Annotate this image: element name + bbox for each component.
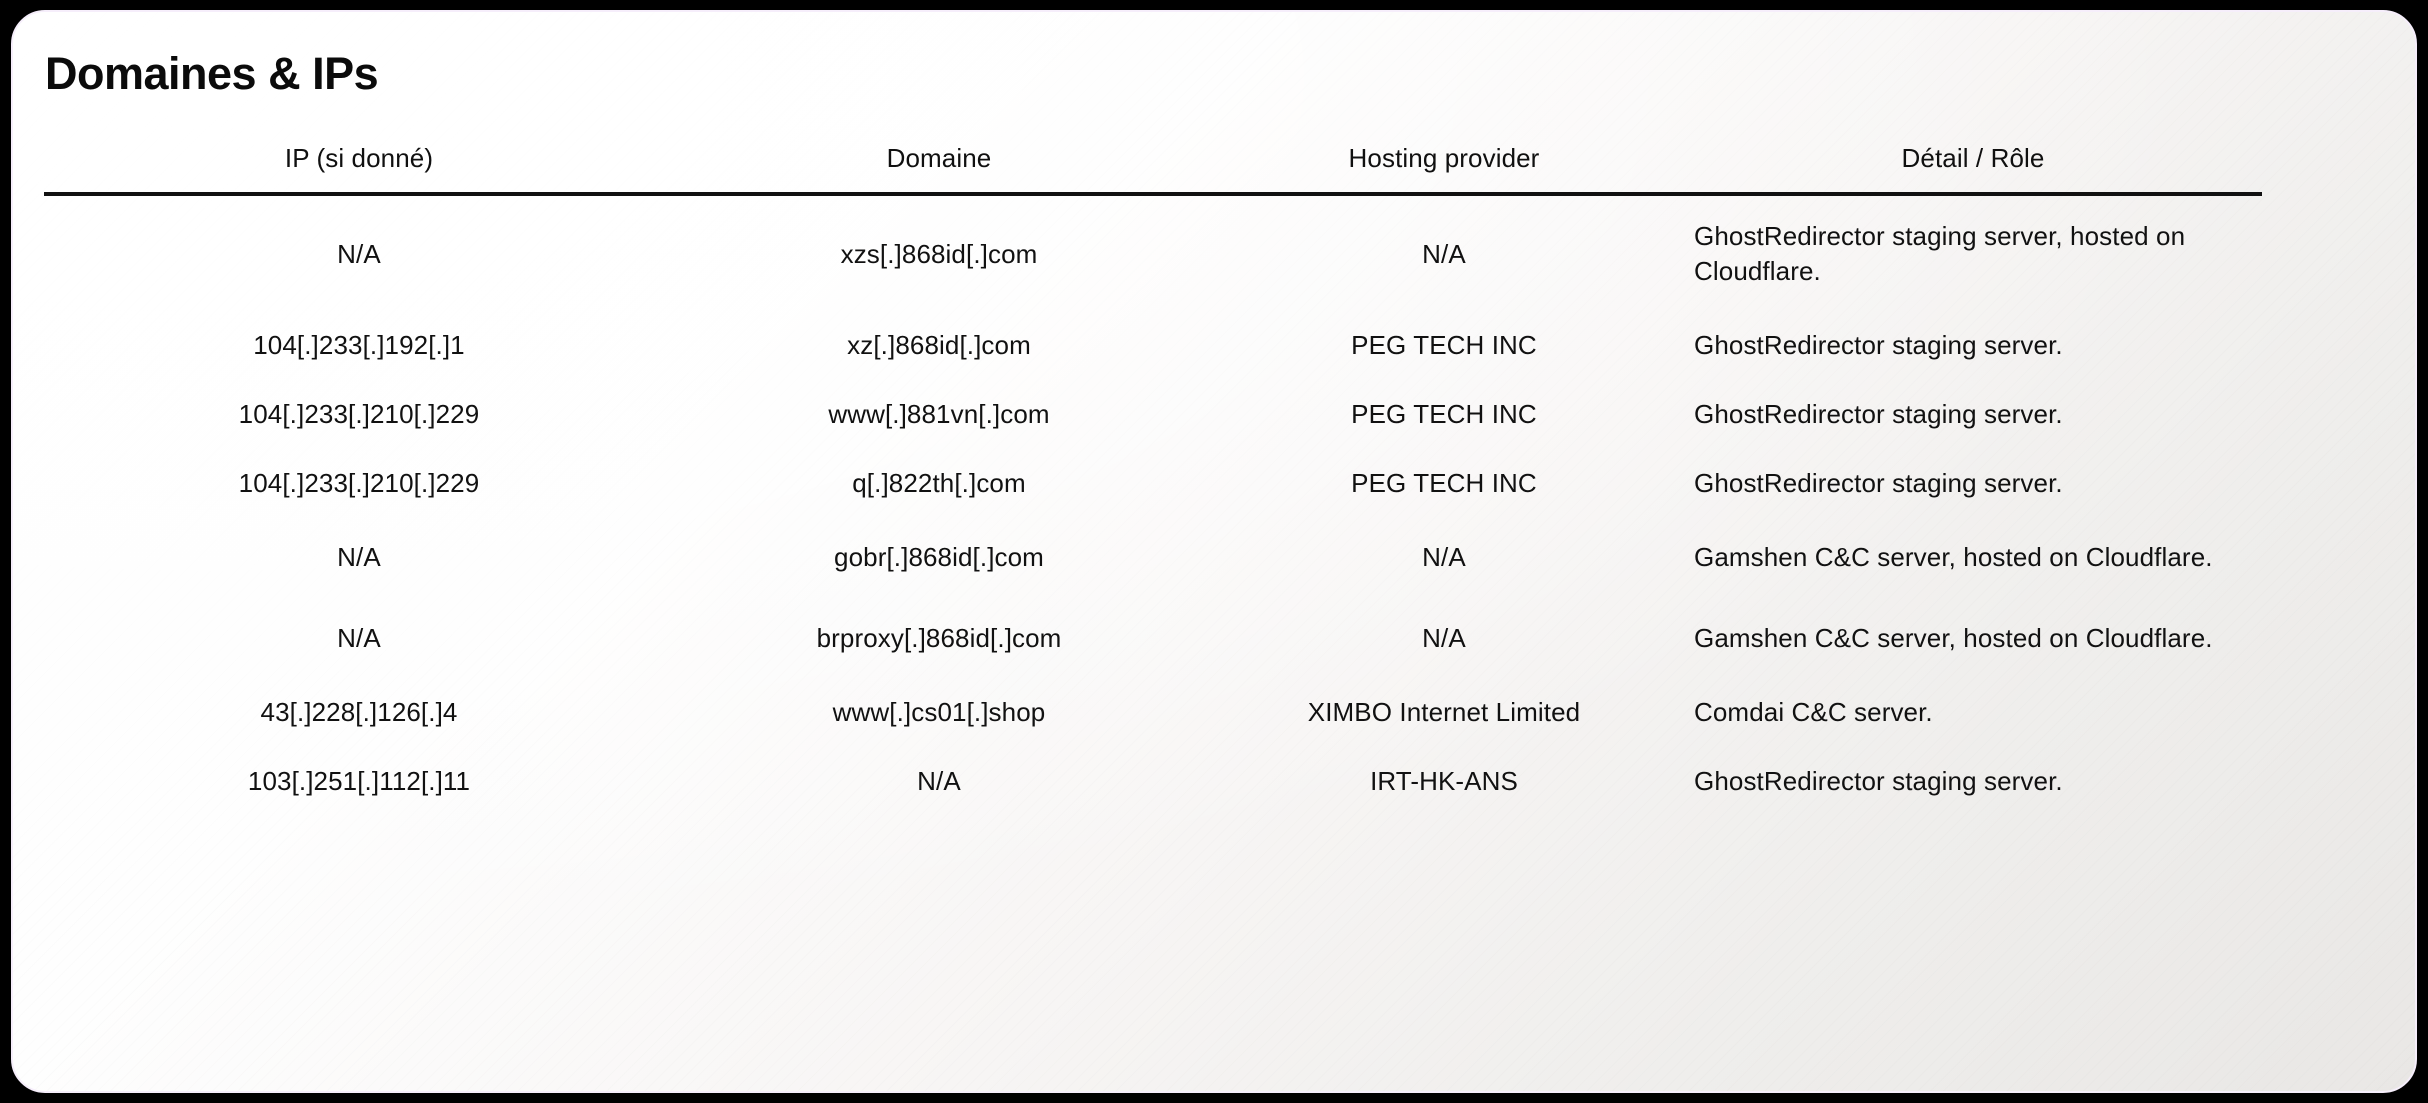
cell-domain: www[.]881vn[.]com	[828, 398, 1050, 429]
table-row: N/A xzs[.]868id[.]com N/A GhostRedirector s…	[44, 194, 2262, 311]
column-header-ip: IP (si donné)	[44, 143, 674, 197]
cell-detail: GhostRedirector staging server.	[1694, 398, 2063, 429]
cell-ip: N/A	[337, 622, 381, 653]
cell-ip: N/A	[337, 238, 381, 269]
cell-ip: 43[.]228[.]126[.]4	[260, 697, 458, 728]
cell-hosting: PEG TECH INC	[1351, 330, 1537, 361]
column-header-detail: Détail / Rôle	[1684, 143, 2262, 197]
table-row: 104[.]233[.]210[.]229 www[.]881vn[.]com PE…	[44, 380, 2262, 449]
cell-detail: Gamshen C&C server, hosted on Cloudflare…	[1694, 542, 2213, 573]
cell-ip: 104[.]233[.]210[.]229	[238, 398, 480, 429]
cell-domain: www[.]cs01[.]shop	[832, 697, 1046, 728]
column-header-domain: Domaine	[674, 143, 1204, 197]
table-row: 43[.]228[.]126[.]4 www[.]cs01[.]shop XIMBO…	[44, 678, 2262, 747]
slide-card-content: Domaines & IPs IP (si donné) Domaine Hos…	[13, 12, 2415, 1091]
cell-hosting: IRT-HK-ANS	[1370, 765, 1518, 796]
table-header-row: IP (si donné) Domaine Hosting provider D…	[44, 143, 2262, 197]
cell-domain: gobr[.]868id[.]com	[834, 542, 1044, 573]
table-header: IP (si donné) Domaine Hosting provider D…	[44, 143, 2262, 197]
cell-hosting: PEG TECH INC	[1351, 398, 1537, 429]
cell-hosting: N/A	[1422, 238, 1466, 269]
cell-ip: 104[.]233[.]192[.]1	[253, 330, 465, 361]
slide-card: Domaines & IPs IP (si donné) Domaine Hos…	[11, 10, 2417, 1093]
domains-ips-table: IP (si donné) Domaine Hosting provider D…	[44, 143, 2262, 815]
cell-domain: q[.]822th[.]com	[852, 467, 1026, 498]
cell-detail: GhostRedirector staging server.	[1694, 765, 2063, 796]
cell-hosting: N/A	[1422, 542, 1466, 573]
cell-detail: GhostRedirector staging server.	[1694, 467, 2063, 498]
page-title: Domaines & IPs	[45, 48, 379, 99]
cell-detail: Comdai C&C server.	[1694, 697, 1933, 728]
cell-ip: N/A	[337, 542, 381, 573]
cell-detail: Gamshen C&C server, hosted on Cloudflare…	[1694, 622, 2213, 653]
cell-hosting: XIMBO Internet Limited	[1307, 697, 1581, 728]
column-header-hosting: Hosting provider	[1204, 143, 1684, 197]
cell-detail: GhostRedirector staging server, hosted o…	[1694, 221, 2186, 286]
cell-domain: xzs[.]868id[.]com	[840, 238, 1038, 269]
table-row: N/A brproxy[.]868id[.]com N/A Gamshen C&C s…	[44, 598, 2262, 679]
cell-detail: GhostRedirector staging server.	[1694, 330, 2063, 361]
cell-domain: brproxy[.]868id[.]com	[816, 622, 1062, 653]
table-row: N/A gobr[.]868id[.]com N/A Gamshen C&C serv…	[44, 517, 2262, 598]
cell-hosting: N/A	[1422, 622, 1466, 653]
cell-ip: 104[.]233[.]210[.]229	[238, 467, 480, 498]
cell-domain: xz[.]868id[.]com	[847, 330, 1031, 361]
table-row: 103[.]251[.]112[.]11 N/A IRT-HK-ANS GhostRe…	[44, 747, 2262, 816]
table-row: 104[.]233[.]210[.]229 q[.]822th[.]com PEG …	[44, 449, 2262, 518]
cell-domain: N/A	[917, 765, 961, 796]
cell-hosting: PEG TECH INC	[1351, 467, 1537, 498]
cell-ip: 103[.]251[.]112[.]11	[247, 765, 471, 796]
table-row: 104[.]233[.]192[.]1 xz[.]868id[.]com PEG T…	[44, 311, 2262, 380]
